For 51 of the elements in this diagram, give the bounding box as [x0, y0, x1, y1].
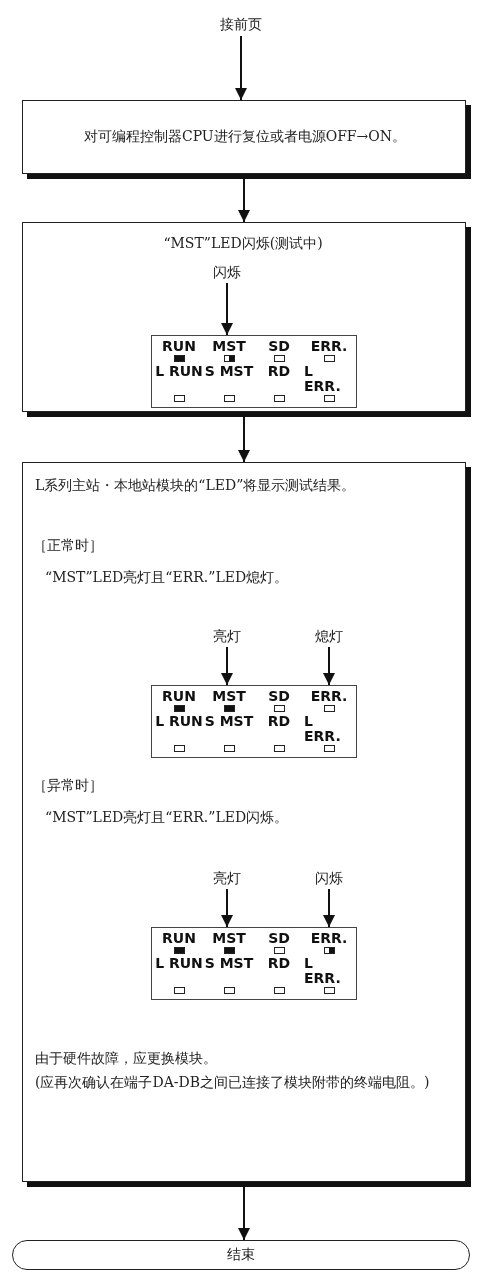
led-label: SD	[268, 689, 290, 704]
led-label: RUN	[162, 931, 196, 946]
led-label: MST	[212, 689, 246, 704]
callout-text: 熄灯	[305, 625, 353, 647]
step-text: L系列主站・本地站模块的“LED”将显示测试结果。	[35, 476, 357, 495]
led-label: MST	[212, 931, 246, 946]
led-panel	[151, 927, 357, 1000]
arrow	[323, 888, 335, 928]
continuation-text: 接前页	[190, 12, 292, 36]
callout-text: 闪烁	[305, 867, 353, 889]
step-text: (应再次确认在端子DA-DB之间已连接了模块附带的终端电阻。)	[35, 1073, 431, 1092]
led-label: RD	[267, 364, 291, 381]
arrow	[235, 35, 247, 101]
led-label: L ERR.	[304, 364, 342, 394]
led-panel	[151, 335, 357, 408]
led-label: SD	[268, 931, 290, 946]
arrow	[221, 888, 233, 928]
callout-text: 亮灯	[203, 867, 251, 889]
led-label: SD	[268, 339, 290, 354]
led-label: RD	[267, 714, 291, 731]
led-label: ERR.	[310, 931, 348, 946]
arrow	[221, 282, 233, 336]
led-panel	[151, 685, 357, 758]
led-label: RUN	[162, 339, 196, 354]
step-text: 对可编程控制器CPU进行复位或者电源OFF→ON。	[82, 127, 408, 146]
callout-text: 闪烁	[203, 261, 251, 283]
step-text: “MST”LED亮灯且“ERR.”LED熄灯。	[45, 568, 290, 587]
led-label: S MST	[204, 714, 254, 731]
led-label: MST	[212, 339, 246, 354]
led-label: L RUN	[155, 956, 203, 973]
step-text: “MST”LED闪烁(测试中)	[162, 234, 324, 253]
led-label: RD	[267, 956, 291, 973]
led-label: L RUN	[155, 364, 203, 381]
led-label: L RUN	[155, 714, 203, 731]
led-label: L ERR.	[304, 956, 342, 986]
arrow	[221, 646, 233, 686]
led-label: S MST	[204, 364, 254, 381]
step-text: ［异常时］	[33, 776, 104, 795]
arrow	[323, 646, 335, 686]
callout-text: 亮灯	[203, 625, 251, 647]
led-label: RUN	[162, 689, 196, 704]
led-label: ERR.	[310, 689, 348, 704]
step-text: ［正常时］	[33, 536, 104, 555]
arrow	[238, 1186, 250, 1241]
led-label: L ERR.	[304, 714, 342, 744]
step-text: 由于硬件故障，应更换模块。	[35, 1049, 218, 1068]
led-label: S MST	[204, 956, 254, 973]
arrow	[238, 178, 250, 223]
led-label: ERR.	[310, 339, 348, 354]
step-text: “MST”LED亮灯且“ERR.”LED闪烁。	[45, 808, 290, 827]
arrow	[238, 416, 250, 463]
